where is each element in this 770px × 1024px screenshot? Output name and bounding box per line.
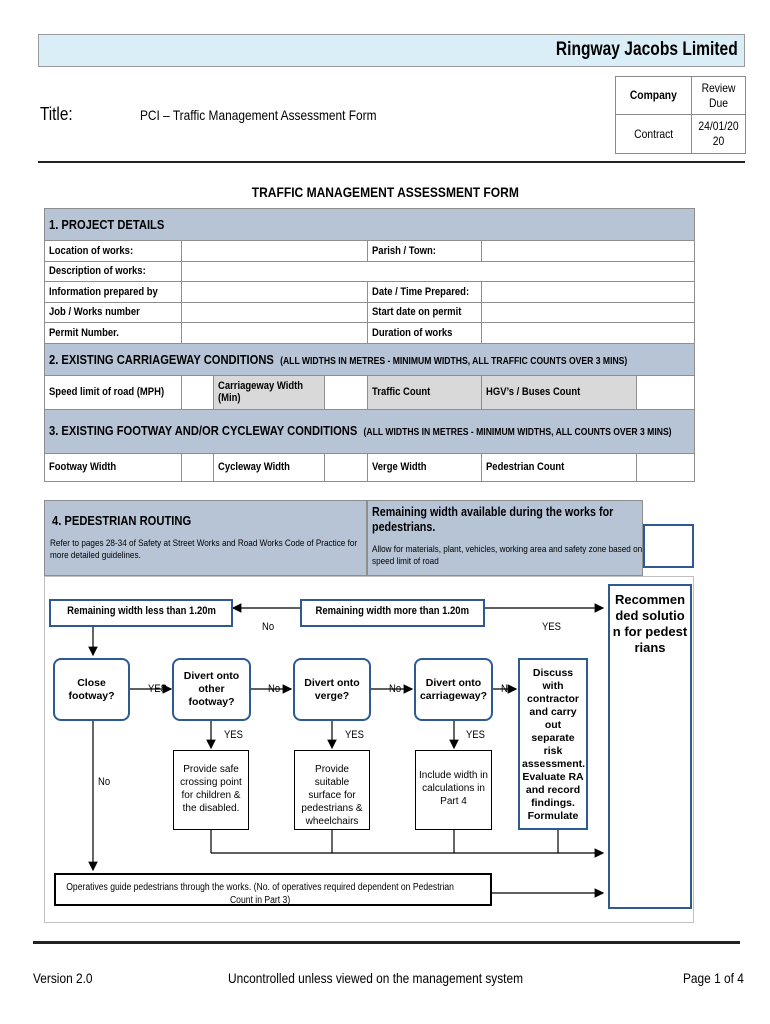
pedestrian-count-value[interactable]	[636, 452, 695, 482]
footer-note: Uncontrolled unless viewed on the manage…	[228, 970, 524, 986]
remaining-width-heading: Remaining width available during the wor…	[372, 505, 614, 534]
description-label: Description of works:	[44, 260, 182, 282]
recommend-box: Recommended solution for pedestrians	[608, 584, 692, 909]
parish-label: Parish / Town:	[367, 240, 482, 262]
yes-label: YES	[148, 683, 167, 695]
header-divider	[38, 161, 745, 163]
divert-carriageway-decision: Divert onto carriageway?	[414, 658, 493, 721]
yes-label: YES	[466, 729, 485, 741]
review-due-label: Review Due	[691, 76, 746, 115]
remaining-width-panel	[367, 500, 643, 576]
no-label: No	[98, 776, 111, 788]
close-footway-decision: Close footway?	[53, 658, 130, 721]
table-row: Job / Works number Start date on permit	[44, 301, 695, 323]
traffic-count-label: Traffic Count	[367, 374, 482, 410]
provide-surface-box: Provide suitable surface for pedestrians…	[294, 750, 370, 830]
yes-label: YES	[224, 729, 243, 741]
cycleway-width-label: Cycleway Width	[213, 452, 325, 482]
start-date-label: Start date on permit	[367, 301, 482, 323]
yes-label: YES	[345, 729, 364, 741]
table-row: Footway Width Cycleway Width Verge Width…	[44, 452, 695, 482]
footway-width-value[interactable]	[181, 452, 214, 482]
review-due-value: 24/01/2020	[691, 114, 746, 154]
section4-note: Refer to pages 28-34 of Safety at Street…	[50, 538, 358, 561]
table-row: Permit Number. Duration of works	[44, 322, 695, 344]
speed-limit-label: Speed limit of road (MPH)	[44, 374, 182, 410]
no-label: No	[268, 683, 281, 695]
section1-heading: 1. PROJECT DETAILS	[44, 208, 695, 241]
provide-crossing-box: Provide safe crossing point for children…	[173, 750, 249, 830]
section3-heading: 3. EXISTING FOOTWAY AND/OR CYCLEWAY COND…	[44, 408, 695, 454]
title-value: PCI – Traffic Management Assessment Form	[140, 107, 377, 123]
divert-verge-decision: Divert onto verge?	[293, 658, 371, 721]
job-number-label: Job / Works number	[44, 301, 182, 323]
no-label: No	[262, 621, 275, 633]
table-row: Speed limit of road (MPH) Carriageway Wi…	[44, 374, 695, 410]
include-width-box: Include width in calculations in Part 4	[415, 750, 492, 830]
footer-page-number: Page 1 of 4	[683, 970, 744, 986]
assessment-table: 1. PROJECT DETAILS Location of works: Pa…	[44, 208, 695, 482]
verge-width-label: Verge Width	[367, 452, 482, 482]
footer-divider	[33, 941, 740, 944]
more-than-box: Remaining width more than 1.20m	[300, 599, 485, 627]
hgv-count-label: HGV’s / Buses Count	[481, 374, 637, 410]
remaining-width-note: Allow for materials, plant, vehicles, wo…	[372, 544, 643, 567]
flowchart-frame	[44, 576, 694, 923]
operatives-box: Operatives guide pedestrians through the…	[54, 873, 492, 906]
section4-heading: 4. PEDESTRIAN ROUTING	[52, 513, 192, 528]
footway-width-label: Footway Width	[44, 452, 182, 482]
review-table: Company Review Due Contract 24/01/2020	[615, 76, 746, 154]
divert-other-decision: Divert onto other footway?	[172, 658, 251, 721]
company-banner: Ringway Jacobs Limited	[38, 34, 745, 67]
remaining-width-value[interactable]	[643, 524, 694, 568]
title-label: Title:	[40, 104, 73, 124]
yes-label: YES	[542, 621, 561, 633]
discuss-box: Discuss with contractor and carry out se…	[518, 658, 588, 830]
table-row: Location of works: Parish / Town:	[44, 240, 695, 262]
footer-version: Version 2.0	[33, 970, 93, 986]
no-label: No	[389, 683, 402, 695]
pedestrian-count-label: Pedestrian Count	[481, 452, 637, 482]
table-row: Description of works:	[44, 260, 695, 282]
less-than-box: Remaining width less than 1.20m	[49, 599, 233, 627]
company-name: Ringway Jacobs Limited	[556, 39, 738, 60]
permit-number-label: Permit Number.	[44, 322, 182, 344]
no-label: No	[501, 683, 514, 695]
form-title: TRAFFIC MANAGEMENT ASSESSMENT FORM	[251, 184, 519, 200]
section4-panel	[44, 500, 367, 576]
contract-label: Contract	[615, 114, 692, 154]
